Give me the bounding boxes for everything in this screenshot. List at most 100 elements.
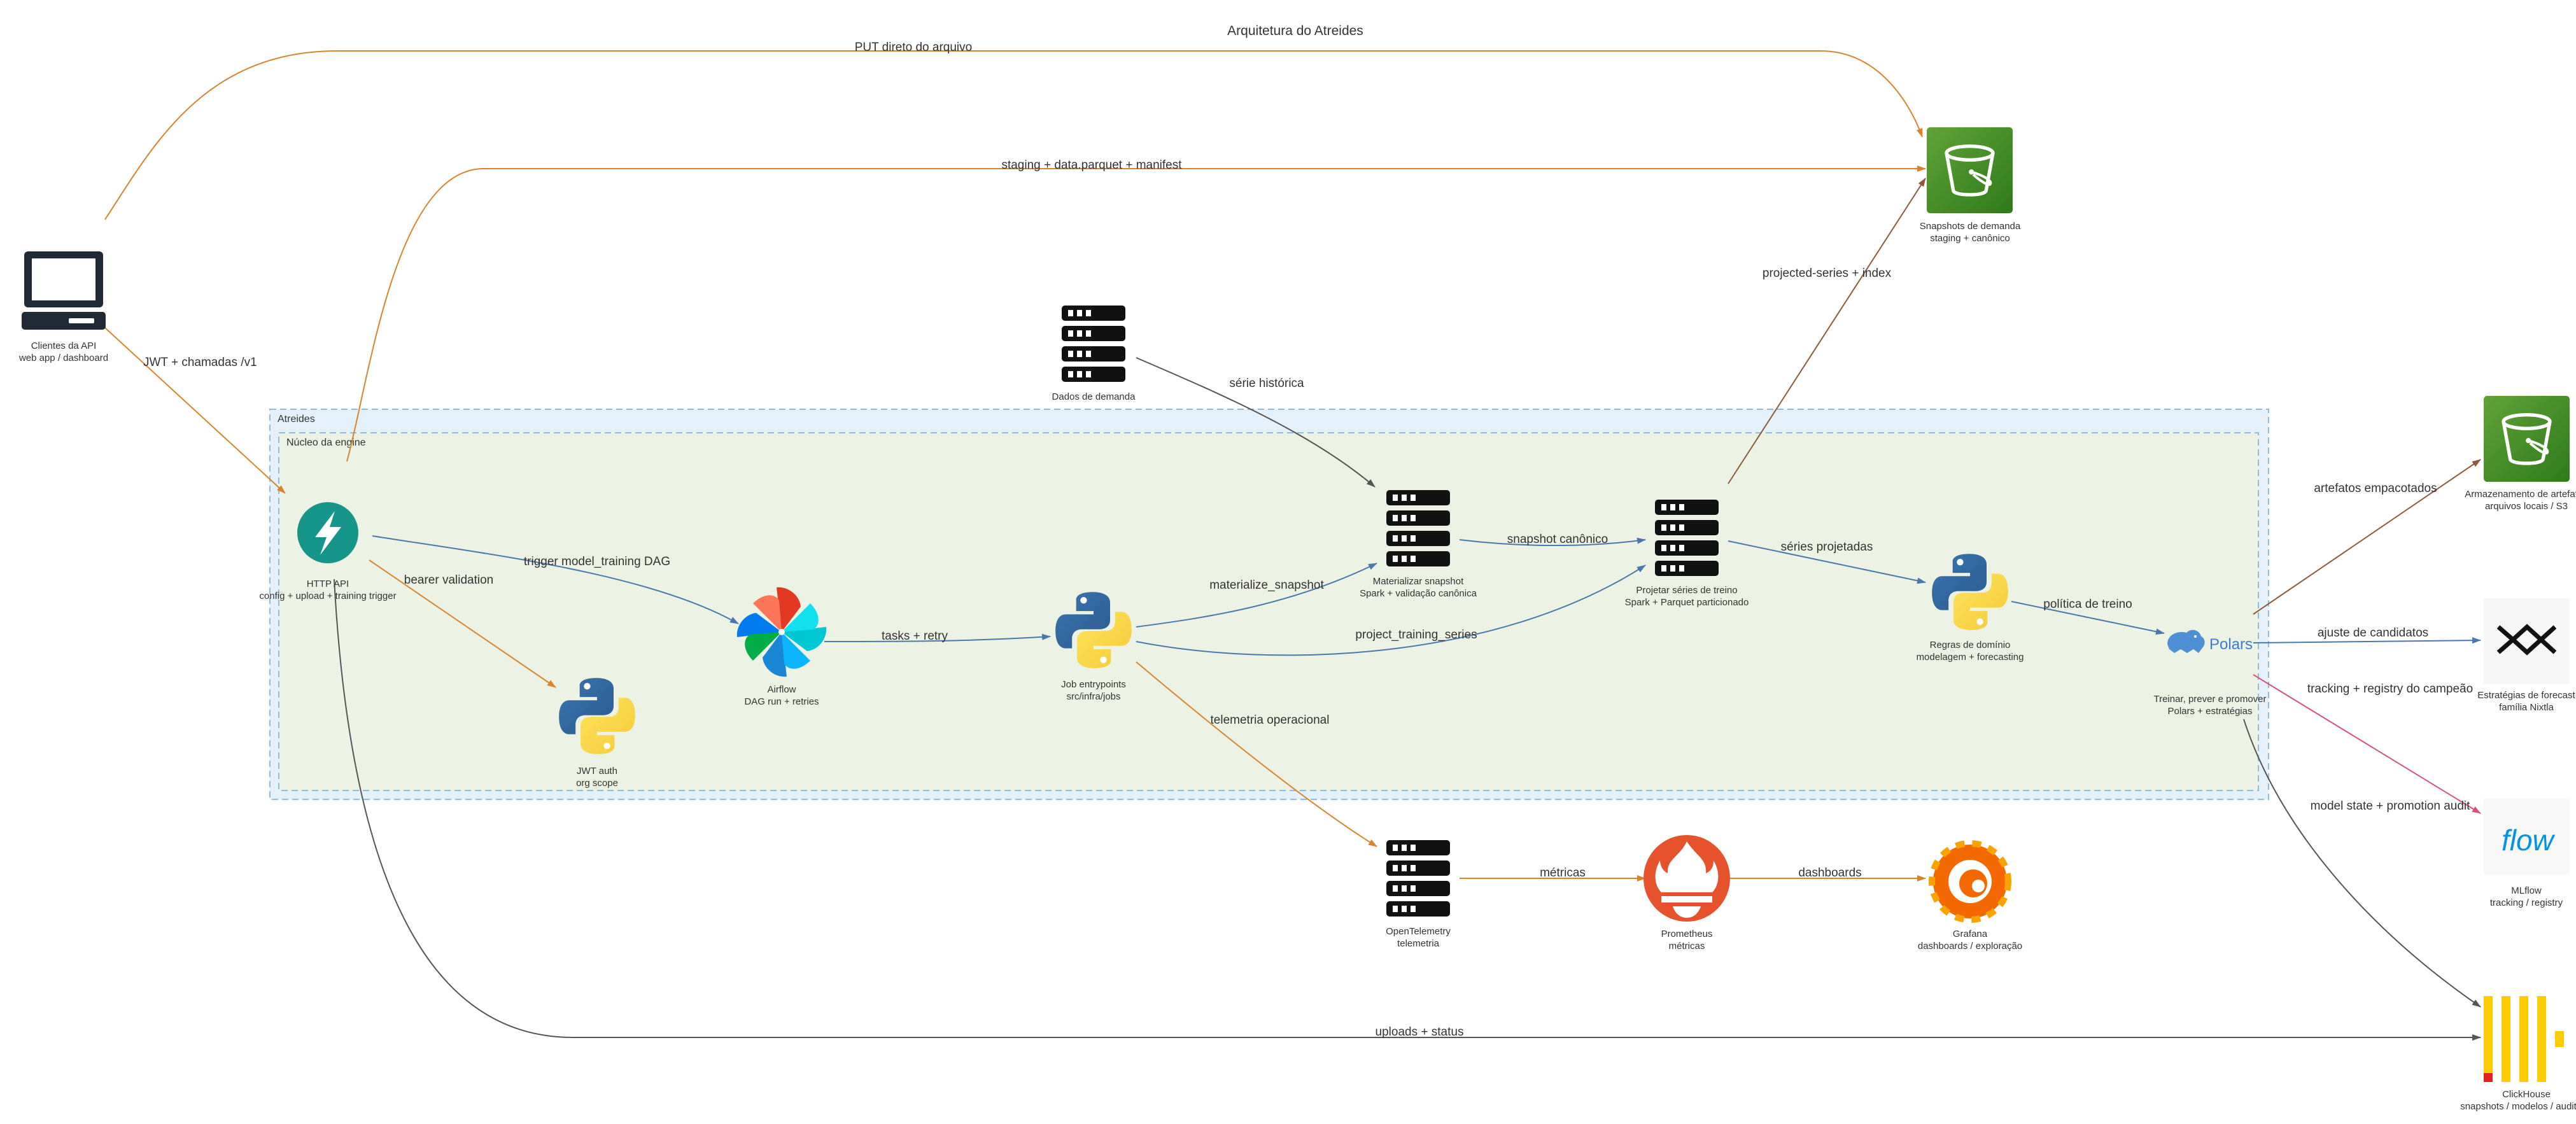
node-http-api-title: HTTP API	[307, 579, 349, 589]
edge-label-canonical: snapshot canônico	[1507, 533, 1608, 546]
edge-packaged	[2253, 459, 2481, 615]
node-job-entrypoints[interactable]: Job entrypoints src/infra/jobs	[1055, 592, 1132, 702]
mlflow-icon: flow	[2484, 799, 2570, 875]
node-grafana-subtitle: dashboards / exploração	[1918, 941, 2022, 952]
edge-label-fit: ajuste de candidatos	[2318, 626, 2428, 640]
node-project-series-title: Projetar séries de treino	[1636, 585, 1737, 596]
node-s3-artifacts-title: Armazenamento de artefatos	[2465, 489, 2576, 500]
node-opentelemetry[interactable]: OpenTelemetry telemetria	[1386, 840, 1451, 949]
node-jwt-auth-subtitle: org scope	[576, 778, 618, 789]
edge-label-tracking: tracking + registry do campeão	[2307, 682, 2473, 696]
edge-label-projected: projected-series + index	[1763, 267, 1892, 280]
node-clickhouse-subtitle: snapshots / modelos / auditoria	[2460, 1101, 2576, 1112]
edge-series	[1728, 540, 1926, 584]
node-materialize-snapshot-title: Materializar snapshot	[1373, 576, 1464, 587]
edge-label-packaged: artefatos empacotados	[2314, 482, 2437, 495]
cluster-atreides-label: Atreides	[278, 414, 315, 425]
node-prometheus-title: Prometheus	[1661, 929, 1713, 939]
edge-label-staging: staging + data.parquet + manifest	[1001, 158, 1182, 172]
edge-label-materialize: materialize_snapshot	[1209, 579, 1324, 592]
server-icon	[1386, 840, 1450, 917]
mlflow-wordmark: flow	[2502, 824, 2556, 857]
edge-label-policy: política de treino	[2043, 598, 2132, 611]
edge-staging	[346, 165, 1926, 462]
edge-tracking	[2253, 674, 2481, 814]
node-domain-rules[interactable]: Regras de domínio modelagem + forecastin…	[1917, 554, 2024, 663]
node-clients-title: Clientes da API	[31, 341, 97, 351]
edge-put-direct	[104, 50, 1923, 220]
edge-label-telemetry: telemetria operacional	[1211, 713, 1330, 727]
edge-label-trigger: trigger model_training DAG	[524, 555, 670, 568]
node-job-entrypoints-title: Job entrypoints	[1061, 679, 1126, 690]
edge-label-series: séries projetadas	[1781, 540, 1873, 554]
edge-label-tasks: tasks + retry	[882, 629, 948, 643]
node-domain-rules-title: Regras de domínio	[1930, 640, 2011, 650]
node-airflow[interactable]: Airflow DAG run + retries	[736, 587, 827, 707]
node-polars[interactable]: Polars Treinar, prever e promover Polars…	[2153, 629, 2267, 717]
polars-bear-icon	[2167, 629, 2205, 653]
prometheus-torch-icon	[1643, 835, 1730, 922]
node-domain-rules-subtitle: modelagem + forecasting	[1917, 652, 2024, 663]
edge-label-project: project_training_series	[1355, 628, 1477, 642]
diagram-title: Arquitetura do Atreides	[1227, 24, 1363, 38]
node-grafana-title: Grafana	[1953, 929, 1988, 939]
node-clients[interactable]: Clientes da API web app / dashboard	[18, 251, 108, 363]
node-demand-data-title: Dados de demanda	[1052, 391, 1136, 402]
s3-bucket-icon	[2484, 396, 2570, 482]
edge-projected	[1728, 178, 1926, 484]
node-http-api-subtitle: config + upload + training trigger	[259, 591, 396, 601]
node-s3-artifacts-subtitle: arquivos locais / S3	[2485, 501, 2568, 512]
node-opentelemetry-subtitle: telemetria	[1397, 938, 1440, 949]
edge-bearer	[369, 559, 556, 688]
edge-label-model-state: model state + promotion audit	[2311, 799, 2471, 813]
clickhouse-bars-icon	[2484, 996, 2564, 1082]
node-jwt-auth[interactable]: JWT auth org scope	[559, 678, 635, 789]
edge-trigger	[372, 535, 739, 624]
node-clickhouse-title: ClickHouse	[2502, 1089, 2551, 1100]
edge-label-dashboards: dashboards	[1798, 866, 1861, 880]
node-project-series[interactable]: Projetar séries de treino Spark + Parque…	[1625, 500, 1749, 608]
node-mlflow-title: MLflow	[2511, 885, 2542, 896]
node-materialize-snapshot[interactable]: Materializar snapshot Spark + validação …	[1360, 490, 1477, 599]
grafana-swirl-icon	[1929, 840, 2011, 923]
node-mlflow[interactable]: flow MLflow tracking / registry	[2484, 799, 2570, 908]
edge-label-uploads: uploads + status	[1376, 1025, 1464, 1039]
edge-canonical	[1459, 537, 1646, 547]
node-grafana[interactable]: Grafana dashboards / exploração	[1918, 840, 2022, 952]
node-s3-artifacts[interactable]: Armazenamento de artefatos arquivos loca…	[2465, 396, 2576, 512]
node-airflow-subtitle: DAG run + retries	[744, 696, 819, 707]
edge-historic	[1136, 357, 1376, 488]
node-job-entrypoints-subtitle: src/infra/jobs	[1066, 691, 1120, 702]
edge-fit	[2253, 637, 2481, 644]
node-http-api[interactable]: HTTP API config + upload + training trig…	[259, 502, 397, 601]
edge-uploads	[334, 579, 2481, 1041]
edge-telemetry	[1136, 661, 1377, 847]
edge-jwt-calls	[104, 327, 286, 494]
edge-policy	[2011, 601, 2165, 635]
laptop-icon	[22, 251, 106, 330]
fastapi-bolt-icon	[297, 502, 358, 563]
node-s3-snapshots-title: Snapshots de demanda	[1920, 221, 2021, 232]
server-icon	[1062, 306, 1125, 382]
edge-tasks	[824, 633, 1051, 642]
node-s3-snapshots[interactable]: Snapshots de demanda staging + canônico	[1920, 127, 2021, 244]
node-clickhouse[interactable]: ClickHouse snapshots / modelos / auditor…	[2460, 996, 2576, 1112]
cluster-engine-core-label: Núcleo da engine	[286, 437, 366, 448]
edge-label-metrics: métricas	[1540, 866, 1586, 880]
node-materialize-snapshot-subtitle: Spark + validação canônica	[1360, 588, 1477, 599]
node-nixtla[interactable]: Estratégias de forecast família Nixtla	[2477, 598, 2576, 713]
node-nixtla-title: Estratégias de forecast	[2477, 690, 2575, 701]
edge-label-put-direct: PUT direto do arquivo	[855, 41, 972, 54]
edge-project	[1136, 565, 1646, 656]
node-prometheus-subtitle: métricas	[1669, 941, 1705, 952]
node-clients-subtitle: web app / dashboard	[18, 353, 108, 363]
node-prometheus[interactable]: Prometheus métricas	[1643, 835, 1730, 952]
edge-label-bearer: bearer validation	[404, 573, 493, 587]
edge-label-historic: série histórica	[1229, 377, 1304, 390]
node-polars-subtitle: Polars + estratégias	[2168, 706, 2253, 717]
node-mlflow-subtitle: tracking / registry	[2490, 897, 2563, 908]
node-opentelemetry-title: OpenTelemetry	[1386, 926, 1451, 937]
node-demand-data[interactable]: Dados de demanda	[1052, 306, 1136, 402]
